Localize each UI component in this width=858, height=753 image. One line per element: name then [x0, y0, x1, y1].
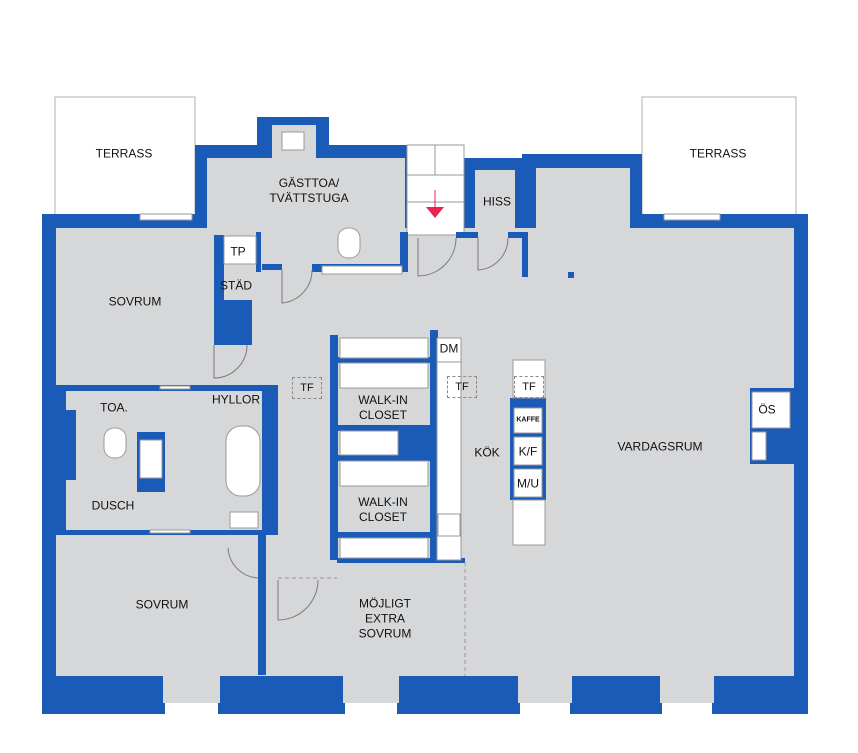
fixtures	[103, 131, 791, 561]
closet-shelf-4	[339, 537, 429, 559]
island-mu	[513, 468, 543, 498]
hob	[437, 513, 461, 537]
terrace-doors	[139, 213, 721, 534]
closet-shelf-1	[339, 362, 429, 389]
label-hyllor: HYLLOR	[211, 392, 261, 407]
wc-toa	[103, 427, 127, 459]
wc-guest	[337, 227, 361, 259]
terrace-left	[54, 96, 196, 216]
tf-marker-2: TF	[447, 376, 477, 398]
island-top	[512, 359, 546, 399]
label-sovrum-top: SOVRUM	[108, 294, 162, 309]
bathtub	[225, 425, 261, 497]
door-swings	[213, 237, 509, 621]
entrance-arrow-icon	[426, 207, 444, 218]
label-kok: KÖK	[474, 445, 500, 460]
island-kf	[513, 436, 543, 466]
label-vardagsrum: VARDAGSRUM	[617, 439, 703, 454]
bottom-windows	[165, 703, 712, 714]
label-toa: TOA.	[100, 400, 128, 415]
label-terrass-left: TERRASS	[95, 146, 153, 161]
counter-guest	[321, 265, 403, 275]
wardrobe-rail-1	[339, 337, 429, 359]
island-bottom	[512, 499, 546, 546]
label-dusch: DUSCH	[91, 498, 135, 513]
label-kf: K/F	[518, 444, 538, 459]
label-mu: M/U	[517, 476, 539, 491]
label-walkin-2: WALK-IN CLOSET	[358, 495, 408, 524]
label-terrass-right: TERRASS	[689, 146, 747, 161]
label-stad: STÄD	[219, 278, 253, 293]
label-kaffe: KAFFE	[516, 416, 540, 424]
label-tp: TP	[230, 244, 246, 259]
label-dm: DM	[439, 341, 459, 356]
tf-marker-3: TF	[514, 376, 544, 398]
label-gasttoa: GÄSTTOA/ TVÄTTSTUGA	[269, 176, 349, 205]
island-kaffe	[513, 407, 543, 434]
tp-closet	[223, 235, 257, 265]
bottom-wall-notches	[163, 676, 714, 703]
closet-shelf-2	[339, 430, 399, 456]
label-walkin-1: WALK-IN CLOSET	[358, 393, 408, 422]
washbasin-guest	[281, 131, 305, 151]
label-os: ÖS	[758, 402, 776, 417]
label-mojligt: MÖJLIGT EXTRA SOVRUM	[358, 596, 412, 641]
tf-marker-1: TF	[292, 377, 322, 399]
closet-shelf-3	[339, 460, 429, 487]
label-hiss: HISS	[482, 194, 512, 209]
os-hearth	[751, 431, 767, 461]
bath-shelf	[229, 511, 259, 529]
label-sovrum-bottom: SOVRUM	[135, 597, 189, 612]
os-stove	[751, 391, 791, 429]
washbasin-toa	[139, 439, 163, 479]
terrace-right	[641, 96, 797, 216]
